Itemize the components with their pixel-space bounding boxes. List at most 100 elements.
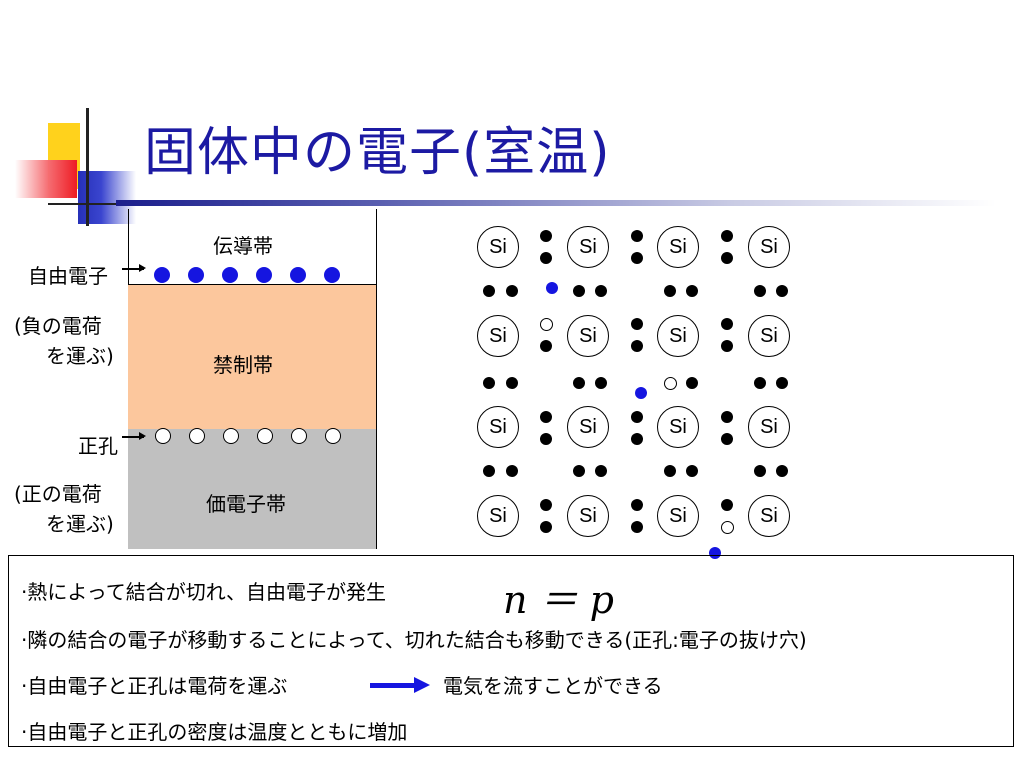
bond-electron <box>506 377 518 389</box>
bond-electron <box>506 465 518 477</box>
silicon-atom: Si <box>657 406 699 448</box>
silicon-atom: Si <box>567 226 609 268</box>
formula-n-equals-p: n ＝ p <box>503 578 614 622</box>
bond-electron <box>721 230 733 242</box>
bond-electron <box>776 465 788 477</box>
bond-electron <box>754 465 766 477</box>
result-arrow <box>370 677 430 693</box>
free-electron <box>222 267 238 283</box>
bond-electron <box>540 433 552 445</box>
bond-electron <box>573 465 585 477</box>
bond-electron <box>721 433 733 445</box>
bond-electron <box>776 377 788 389</box>
free-electron-label: 自由電子 <box>28 264 108 288</box>
bond-electron <box>631 411 643 423</box>
bond-electron <box>721 340 733 352</box>
bond-electron <box>631 252 643 264</box>
silicon-atom: Si <box>567 406 609 448</box>
silicon-atom: Si <box>477 226 519 268</box>
broken-bond-hole <box>721 521 734 534</box>
free-electron <box>290 267 306 283</box>
silicon-atom: Si <box>477 406 519 448</box>
bond-electron <box>483 285 495 297</box>
silicon-atom: Si <box>748 315 790 357</box>
free-electron <box>709 547 721 559</box>
bond-electron <box>540 252 552 264</box>
bond-electron <box>776 285 788 297</box>
valence-band-label: 価電子帯 <box>206 492 286 516</box>
bond-electron <box>540 521 552 533</box>
silicon-atom: Si <box>477 315 519 357</box>
decor-vertical-line <box>86 108 89 226</box>
bond-electron <box>506 285 518 297</box>
hole-arrow <box>122 433 146 439</box>
silicon-atom: Si <box>567 315 609 357</box>
hole <box>189 428 205 444</box>
hole-label: 正孔 <box>78 434 118 458</box>
note-line-2: ·隣の結合の電子が移動することによって、切れた結合も移動できる(正孔:電子の抜け… <box>21 628 807 652</box>
free-electron <box>546 282 558 294</box>
title-underline <box>116 200 996 206</box>
bond-electron <box>721 411 733 423</box>
bond-electron <box>721 499 733 511</box>
free-electron <box>635 387 647 399</box>
bond-electron <box>686 285 698 297</box>
hole-note-1: (正の電荷 <box>14 482 102 506</box>
bond-electron <box>631 230 643 242</box>
bond-electron <box>595 285 607 297</box>
silicon-atom: Si <box>748 406 790 448</box>
broken-bond-hole <box>664 377 677 390</box>
bond-electron <box>631 521 643 533</box>
free-electron <box>154 267 170 283</box>
bond-electron <box>721 318 733 330</box>
slide-title: 固体中の電子(室温) <box>144 123 611 183</box>
free-electron <box>256 267 272 283</box>
hole <box>325 428 341 444</box>
silicon-atom: Si <box>748 226 790 268</box>
bond-electron <box>573 285 585 297</box>
bond-electron <box>664 465 676 477</box>
bond-electron <box>595 465 607 477</box>
silicon-atom: Si <box>477 495 519 537</box>
bond-electron <box>754 377 766 389</box>
note-line-4: ·自由電子と正孔の密度は温度とともに増加 <box>21 720 408 744</box>
free-electron <box>188 267 204 283</box>
hole <box>223 428 239 444</box>
bond-electron <box>483 465 495 477</box>
bond-electron <box>573 377 585 389</box>
forbidden-band <box>128 284 376 430</box>
decor-horizontal-line <box>48 203 128 205</box>
note-line-3: ·自由電子と正孔は電荷を運ぶ <box>21 674 288 698</box>
free-electron-note-1: (負の電荷 <box>14 314 102 338</box>
hole <box>257 428 273 444</box>
silicon-atom: Si <box>657 315 699 357</box>
bond-electron <box>540 411 552 423</box>
bond-electron <box>754 285 766 297</box>
hole-note-2: を運ぶ) <box>46 512 114 536</box>
decor-red-square <box>15 160 77 198</box>
bond-electron <box>483 377 495 389</box>
bond-electron <box>631 499 643 511</box>
bond-electron <box>595 377 607 389</box>
bond-electron <box>686 465 698 477</box>
silicon-atom: Si <box>657 226 699 268</box>
free-electron <box>324 267 340 283</box>
bond-electron <box>540 230 552 242</box>
silicon-atom: Si <box>567 495 609 537</box>
notes-box: ·熱によって結合が切れ、自由電子が発生 n ＝ p ·隣の結合の電子が移動するこ… <box>8 555 1014 747</box>
free-electron-arrow <box>122 265 146 271</box>
hole <box>155 428 171 444</box>
bond-electron <box>664 285 676 297</box>
bond-electron <box>540 499 552 511</box>
note-line-3-result: 電気を流すことができる <box>443 674 663 698</box>
free-electron-note-2: を運ぶ) <box>46 344 114 368</box>
bond-electron <box>686 377 698 389</box>
bond-electron <box>631 433 643 445</box>
bond-electron <box>631 318 643 330</box>
conduction-band-label: 伝導帯 <box>213 234 273 258</box>
silicon-atom: Si <box>657 495 699 537</box>
valence-band <box>128 429 376 549</box>
bond-electron <box>721 252 733 264</box>
forbidden-band-label: 禁制帯 <box>213 353 273 377</box>
bond-electron <box>631 340 643 352</box>
